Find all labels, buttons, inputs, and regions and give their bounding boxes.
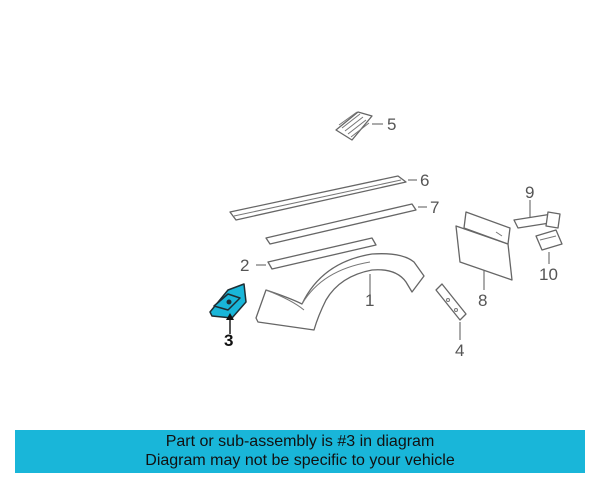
banner-line-2: Diagram may not be specific to your vehi… bbox=[145, 452, 455, 469]
callout-7: 7 bbox=[430, 198, 439, 217]
callout-9: 9 bbox=[525, 183, 534, 202]
callout-6: 6 bbox=[420, 171, 429, 190]
callout-3: 3 bbox=[224, 331, 233, 350]
part-10-clip bbox=[535, 229, 563, 264]
part-3-bracket-highlighted[interactable] bbox=[209, 283, 247, 334]
callout-8: 8 bbox=[478, 291, 487, 310]
part-5-vent bbox=[335, 111, 383, 141]
part-7-trim-strip bbox=[265, 203, 427, 245]
parts-diagram: 5 6 7 2 1 4 8 bbox=[209, 111, 563, 360]
part-8-splash-panel bbox=[455, 211, 513, 290]
part-2-strip bbox=[256, 237, 377, 270]
part-1-fender-flare bbox=[255, 253, 425, 331]
callout-5: 5 bbox=[387, 115, 396, 134]
info-banner: Part or sub-assembly is #3 in diagram Di… bbox=[15, 430, 585, 473]
callout-1: 1 bbox=[365, 291, 374, 310]
part-9-bracket bbox=[513, 200, 561, 229]
banner-line-1: Part or sub-assembly is #3 in diagram bbox=[165, 433, 435, 450]
callout-4: 4 bbox=[455, 341, 464, 360]
callout-2: 2 bbox=[240, 256, 249, 275]
part-6-molding bbox=[229, 175, 417, 221]
part-4-bracket bbox=[435, 283, 467, 340]
callout-10: 10 bbox=[539, 265, 558, 284]
